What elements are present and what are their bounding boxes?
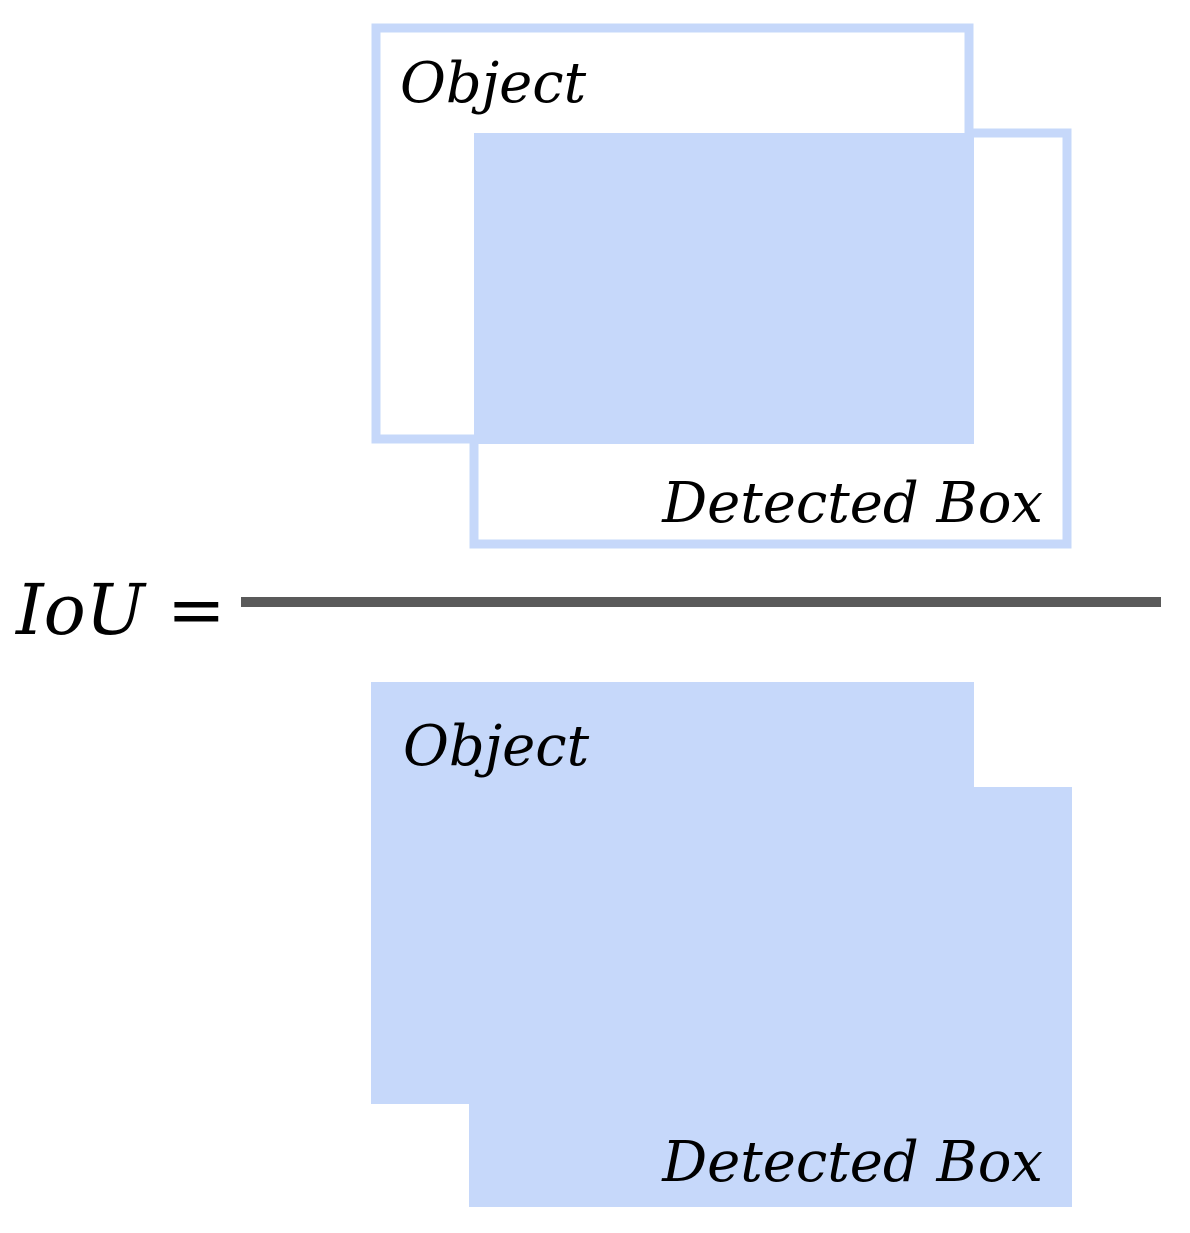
- numerator-object-label: Object: [400, 51, 587, 116]
- numerator-intersection: Object Detected Box: [371, 23, 1072, 549]
- intersection-area: [474, 133, 974, 444]
- denominator-object-label: Object: [403, 714, 590, 779]
- union-area: [371, 682, 1072, 1207]
- numerator-detected-box-label: Detected Box: [661, 471, 1043, 536]
- denominator-detected-box-label: Detected Box: [661, 1130, 1043, 1195]
- denominator-union: Object Detected Box: [371, 682, 1072, 1207]
- iou-equals-label: IoU =: [14, 569, 226, 651]
- fraction-bar: [241, 597, 1161, 607]
